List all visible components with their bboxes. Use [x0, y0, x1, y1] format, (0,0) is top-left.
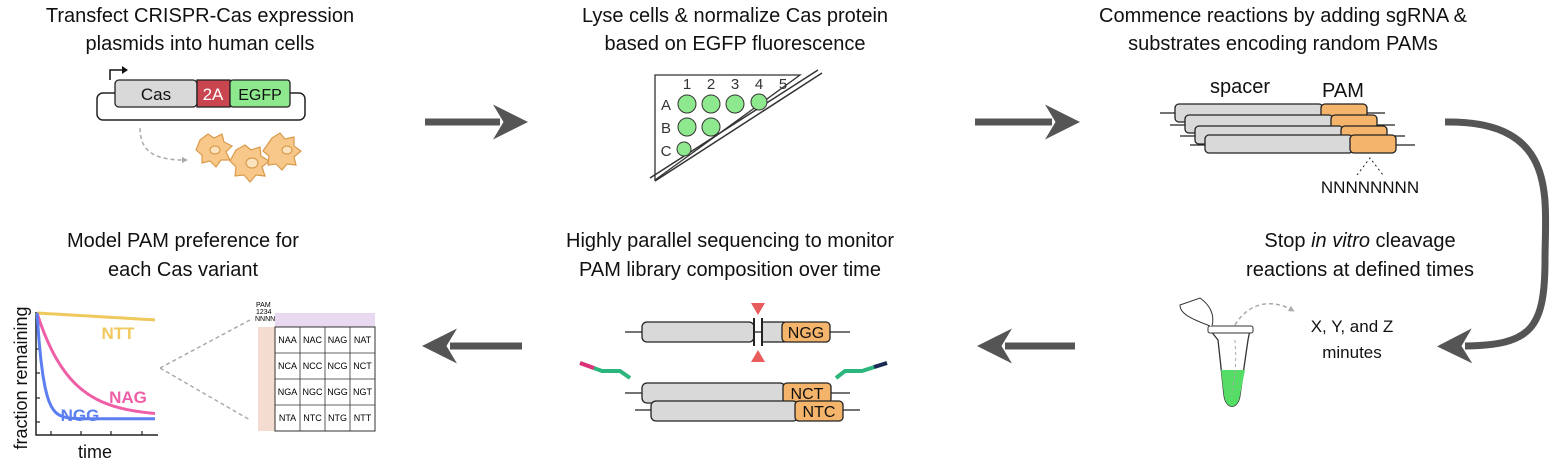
pam-ntc-label: NTC: [803, 404, 836, 421]
step-lyse-title-2: based on EGFP fluorescence: [605, 33, 866, 55]
cas-label: Cas: [141, 85, 171, 104]
series-label-ngg: NGG: [61, 406, 100, 425]
pam-nct-label: NCT: [791, 386, 824, 403]
row-label: A: [661, 97, 671, 114]
col-label: 5: [779, 76, 787, 93]
pam-table-cell: NTT: [354, 413, 372, 423]
series-curve-ntt: [36, 311, 156, 322]
step-sequence-title-1: Highly parallel sequencing to monitor: [566, 230, 894, 252]
pam-table-cell: NCC: [303, 361, 323, 371]
pam-label: PAM: [1322, 80, 1364, 102]
t2a-label: 2A: [203, 85, 224, 104]
pam-table-cell: NTC: [303, 413, 322, 423]
step-sequence-title-2: PAM library composition over time: [579, 259, 881, 281]
pam-table-cell: NTA: [279, 413, 296, 423]
human-cells-icon: [195, 132, 302, 183]
wells: [676, 93, 768, 157]
row-label: B: [661, 120, 671, 137]
plot-xlabel: time: [78, 442, 112, 462]
sequencing-reads: [579, 303, 888, 422]
pam-depletion-plot: time fraction remaining NTT NAG NGG: [11, 306, 158, 462]
step-model-title-1: Model PAM preference for: [67, 230, 299, 252]
col-label: 2: [707, 76, 715, 93]
pam-table-cell: NTG: [328, 413, 347, 423]
col-label: 4: [755, 76, 763, 93]
step-transfect-title-2: plasmids into human cells: [86, 33, 315, 55]
step-transfect-title-1: Transfect CRISPR-Cas expression: [46, 5, 354, 27]
col-label: 1: [683, 76, 691, 93]
pam-table-positions: 1234: [256, 309, 272, 316]
times-label-1: X, Y, and Z: [1311, 317, 1394, 336]
times-label-2: minutes: [1322, 343, 1382, 362]
plasmid-construct: Cas 2A EGFP: [96, 66, 306, 183]
pam-ngg-label: NGG: [788, 325, 824, 342]
plot-axes: [35, 312, 158, 436]
pam-table-nnnn: NNNN: [255, 316, 275, 323]
series-curve-nag: [35, 312, 156, 415]
pam-substrates: spacer PAM NNNNNNNN: [1160, 76, 1419, 197]
step-commence-title-1: Commence reactions by adding sgRNA &: [1099, 5, 1468, 27]
well-plate: 1 2 3 4 5 A B C: [649, 69, 823, 182]
pam-table-cell: NAA: [278, 335, 297, 345]
step-stop-title-2: reactions at defined times: [1246, 259, 1474, 281]
cut-site-top-icon: [751, 303, 765, 315]
series-label-nag: NAG: [109, 388, 147, 407]
step-stop-title-1: Stop in vitro cleavage: [1264, 230, 1455, 252]
pam-table-cell: NCG: [328, 361, 348, 371]
pam-table-cell: NGG: [327, 387, 348, 397]
pam-table-cell: NCT: [353, 361, 372, 371]
series-label-ntt: NTT: [101, 324, 135, 343]
pam-table-cell: NCA: [278, 361, 297, 371]
step-model-title-2: each Cas variant: [108, 259, 259, 281]
row-label: C: [661, 143, 672, 160]
pam-table-cell: NAC: [303, 335, 323, 345]
plot-ylabel: fraction remaining: [11, 306, 31, 449]
cut-site-bottom-icon: [751, 350, 765, 362]
spacer-label: spacer: [1210, 76, 1270, 98]
pam-table: PAM 1234 NNNN NAA NAC NAG NAT NCA NCC NCG NCT NG…: [255, 302, 376, 432]
promoter-arrow-icon: [122, 66, 128, 74]
step-lyse-title-1: Lyse cells & normalize Cas protein: [582, 5, 888, 27]
pam-table-header: PAM: [256, 302, 271, 309]
flow-arrows: [422, 104, 1550, 364]
pam-table-cell: NAG: [328, 335, 348, 345]
random-pam-label: NNNNNNNN: [1321, 178, 1419, 197]
step-commence-title-2: substrates encoding random PAMs: [1128, 33, 1438, 55]
pam-table-cell: NAT: [354, 335, 372, 345]
col-label: 3: [731, 76, 739, 93]
series-curve-ngg: [35, 312, 155, 421]
tube-icon: [1179, 297, 1295, 407]
pam-table-cell: NGA: [278, 387, 298, 397]
pam-table-cell: NGC: [303, 387, 324, 397]
pam-table-cell: NGT: [353, 387, 373, 397]
egfp-label: EGFP: [238, 87, 282, 104]
